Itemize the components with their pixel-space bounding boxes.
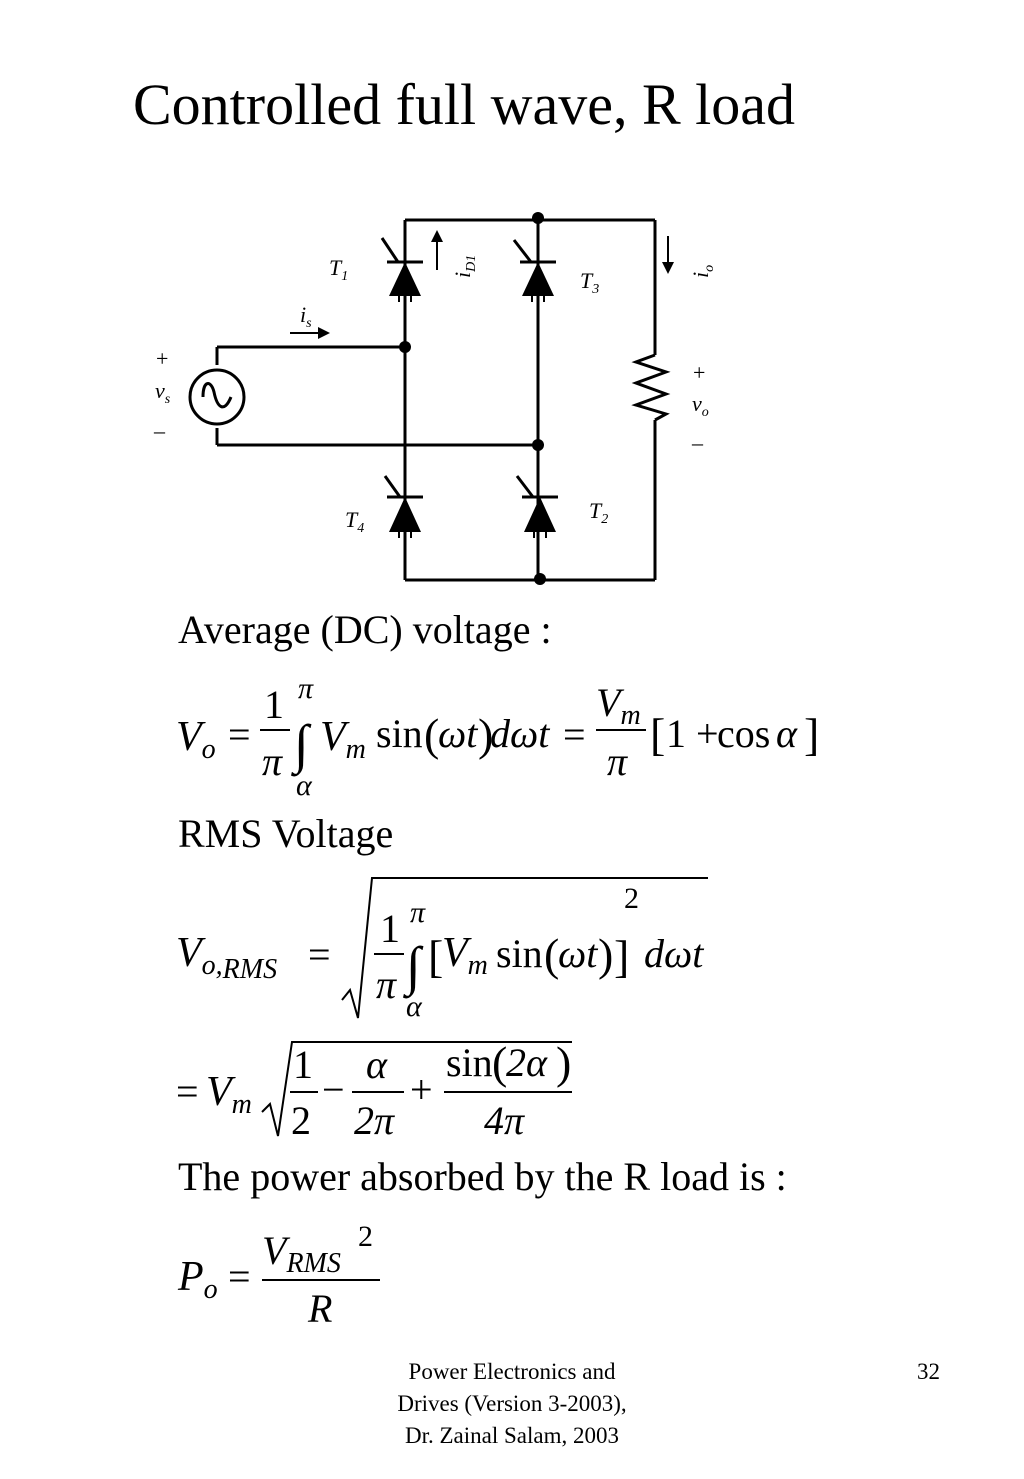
thyristor-t3-icon <box>512 239 556 302</box>
svg-text:Vm: Vm <box>596 680 641 731</box>
slide-title: Controlled full wave, R load <box>133 72 796 137</box>
svg-text:1: 1 <box>264 682 284 727</box>
svg-text:∫: ∫ <box>403 936 424 999</box>
resistor-icon <box>631 353 671 422</box>
svg-text:cos: cos <box>717 711 770 756</box>
svg-text:+: + <box>410 1067 433 1112</box>
svg-text:Vm: Vm <box>206 1069 252 1120</box>
label-vo: vo <box>692 391 709 420</box>
arrow-id1-icon <box>431 230 443 270</box>
svg-text:(: ( <box>424 709 439 760</box>
thyristor-t4-icon <box>383 475 423 538</box>
equations: Vo = 1 π π ∫ α Vm sin ( ωt ) dωt = Vm π … <box>176 672 819 1331</box>
footer-credit: Power Electronics and Drives (Version 3-… <box>362 1356 662 1452</box>
svg-text:2: 2 <box>291 1098 311 1143</box>
svg-text:=: = <box>176 1069 199 1114</box>
avg-voltage-heading: Average (DC) voltage : <box>178 607 552 652</box>
svg-text:π: π <box>607 739 628 784</box>
svg-text:sin: sin <box>446 1040 493 1085</box>
svg-text:=: = <box>228 1254 251 1299</box>
label-t1: T1 <box>329 255 348 284</box>
power-heading: The power absorbed by the R load is : <box>178 1154 787 1199</box>
svg-text:Po: Po <box>177 1254 218 1305</box>
label-t4: T4 <box>345 507 364 536</box>
vo-plus: + <box>693 360 705 385</box>
svg-text:=: = <box>228 712 251 757</box>
rms-voltage-heading: RMS Voltage <box>178 811 394 856</box>
svg-text:]: ] <box>614 931 629 982</box>
svg-text:=: = <box>563 712 586 757</box>
svg-text:sin: sin <box>496 931 543 976</box>
svg-text:−: − <box>322 1067 345 1112</box>
svg-text:]: ] <box>804 709 819 760</box>
svg-text:[: [ <box>428 931 443 982</box>
svg-text:[: [ <box>650 709 665 760</box>
vo-minus: – <box>691 430 704 455</box>
svg-text:=: = <box>308 932 331 977</box>
power-equation: Po = VRMS 2 R <box>177 1220 380 1331</box>
svg-text:Vm: Vm <box>320 714 366 765</box>
label-vs: vs <box>155 378 171 407</box>
svg-text:π: π <box>298 672 314 705</box>
avg-voltage-equation: Vo = 1 π π ∫ α Vm sin ( ωt ) dωt = Vm π … <box>176 672 819 802</box>
svg-text:1: 1 <box>293 1042 313 1087</box>
svg-text:Vm: Vm <box>442 930 488 981</box>
thyristor-t1-icon <box>380 237 423 302</box>
footer-line-3: Dr. Zainal Salam, 2003 <box>405 1423 619 1448</box>
footer-line-1: Power Electronics and <box>408 1359 616 1384</box>
svg-text:): ) <box>478 709 493 760</box>
svg-text:∫: ∫ <box>291 714 312 777</box>
svg-text:Vo: Vo <box>176 714 216 765</box>
svg-text:α: α <box>296 769 313 802</box>
svg-text:sin: sin <box>376 711 423 756</box>
junction-dots <box>399 212 546 585</box>
svg-text:ωt: ωt <box>438 711 478 756</box>
label-is: is <box>300 302 312 331</box>
svg-text:ωt: ωt <box>558 931 598 976</box>
arrow-is-icon <box>290 327 330 339</box>
label-io: io <box>688 265 717 278</box>
ac-source-icon <box>188 368 246 426</box>
svg-text:(: ( <box>544 929 559 980</box>
page-number: 32 <box>917 1359 940 1384</box>
thyristor-t2-icon <box>515 475 558 538</box>
svg-text:α: α <box>776 711 798 756</box>
vs-minus: – <box>153 418 166 443</box>
svg-text:2α: 2α <box>506 1040 548 1085</box>
svg-text:π: π <box>262 739 283 784</box>
label-t2: T2 <box>589 498 608 527</box>
label-id1: iD1 <box>450 255 479 278</box>
svg-text:dωt: dωt <box>644 931 704 976</box>
circuit-diagram: T1 T3 T4 T2 is iD1 io + vs – + vo – <box>153 212 717 585</box>
svg-text:4π: 4π <box>484 1098 525 1143</box>
svg-text:VRMS: VRMS <box>262 1228 341 1279</box>
svg-text:π: π <box>376 962 397 1007</box>
footer-line-2: Drives (Version 3-2003), <box>397 1391 627 1416</box>
svg-text:α: α <box>406 990 423 1023</box>
svg-text:2: 2 <box>624 882 639 915</box>
rms-definition-equation: Vo,RMS = 1 π π ∫ α [ Vm sin ( ωt ) ] 2 d… <box>176 877 708 1023</box>
svg-text:2π: 2π <box>354 1098 395 1143</box>
svg-text:Vo,RMS: Vo,RMS <box>176 930 277 985</box>
svg-text:1 +: 1 + <box>666 711 719 756</box>
svg-text:α: α <box>366 1042 388 1087</box>
rms-result-equation: = Vm 1 2 − α 2π + sin ( 2α ) 4π <box>176 1037 572 1143</box>
arrow-io-icon <box>662 236 674 274</box>
svg-text:R: R <box>307 1286 332 1331</box>
label-t3: T3 <box>580 268 599 297</box>
vs-plus: + <box>156 346 168 371</box>
svg-text:2: 2 <box>358 1220 373 1253</box>
svg-text:): ) <box>556 1037 571 1088</box>
svg-text:dωt: dωt <box>490 711 550 756</box>
svg-text:1: 1 <box>380 906 400 951</box>
svg-text:(: ( <box>492 1037 507 1088</box>
svg-text:π: π <box>410 896 426 929</box>
svg-text:): ) <box>598 929 613 980</box>
